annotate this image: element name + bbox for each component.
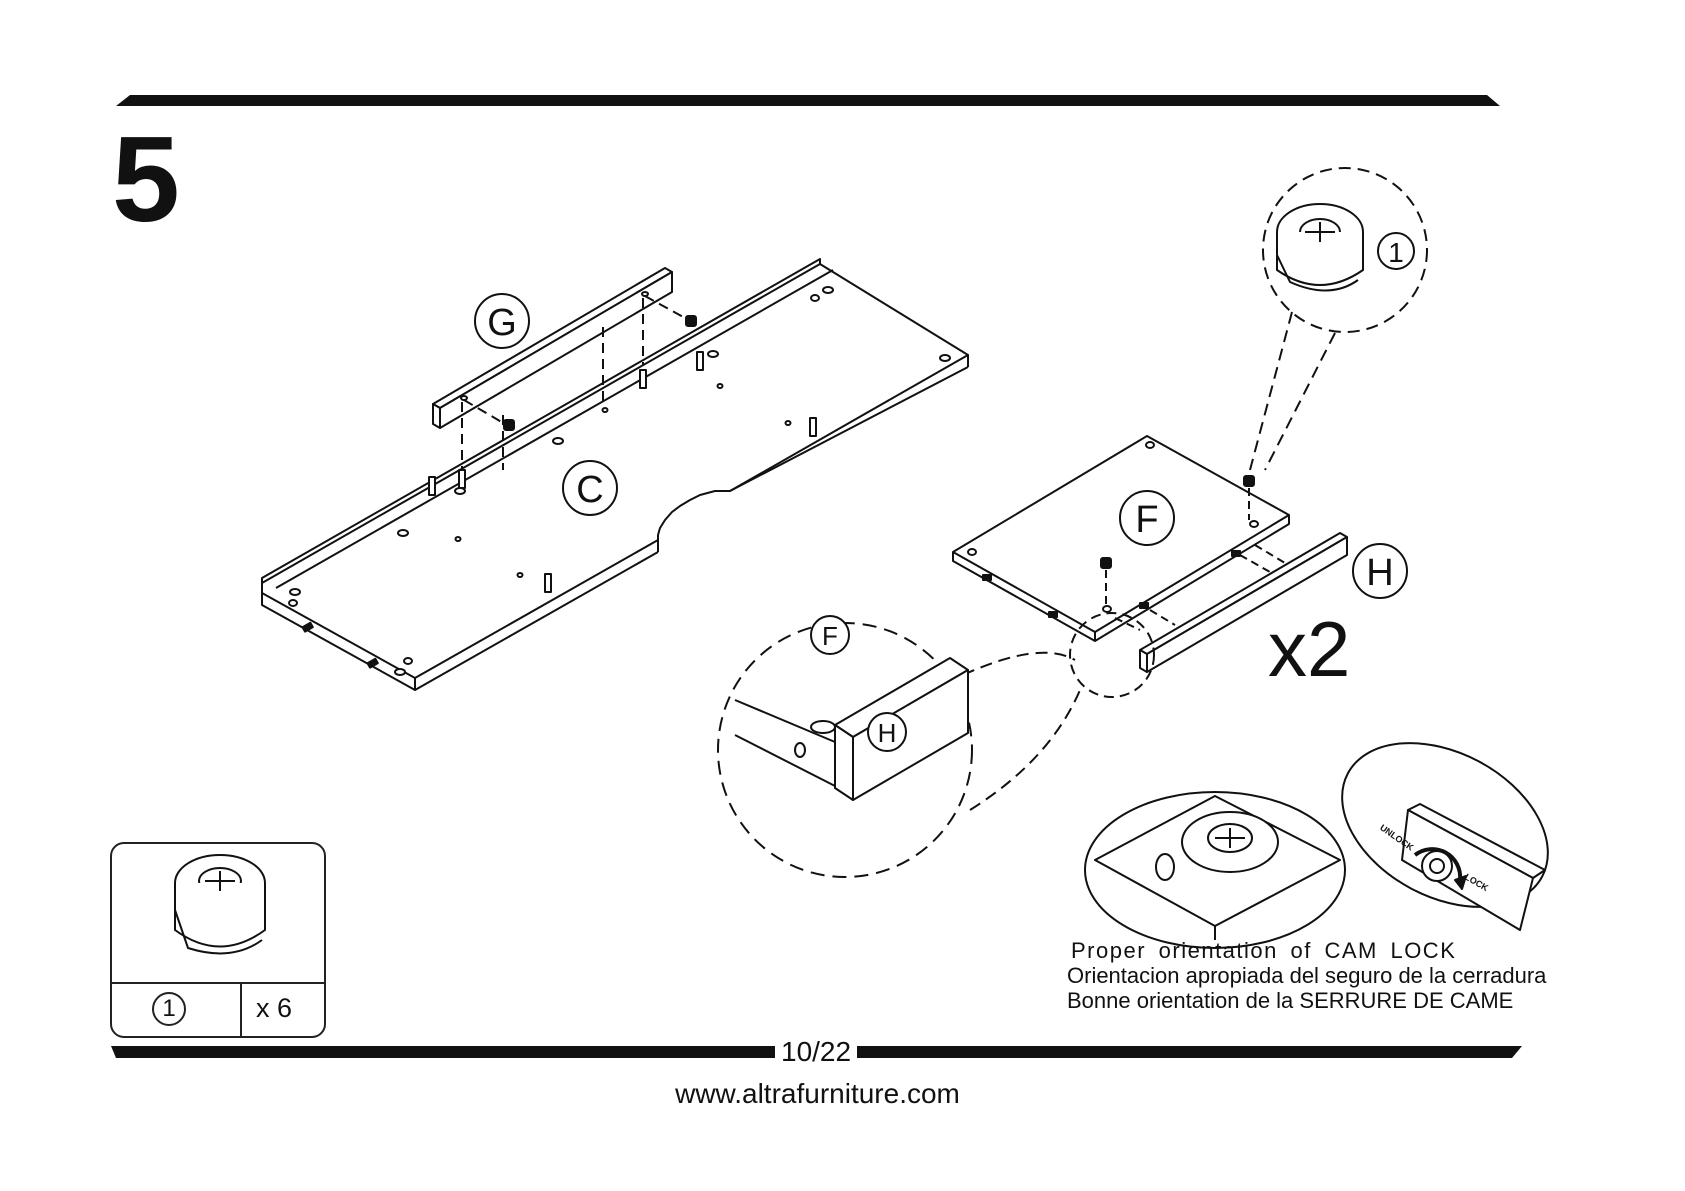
cam-number: 1 bbox=[1388, 237, 1404, 268]
website-url: www.altrafurniture.com bbox=[0, 1078, 1635, 1110]
caption-english: Proper orientation of CAM LOCK bbox=[1071, 938, 1546, 963]
caption-french: Bonne orientation de la SERRURE DE CAME bbox=[1067, 988, 1546, 1013]
label-h: H bbox=[1366, 552, 1393, 594]
part-quantity: x 6 bbox=[240, 984, 324, 1036]
label-g: G bbox=[487, 302, 517, 344]
label-f: F bbox=[1135, 499, 1158, 541]
header-bar bbox=[116, 95, 1500, 106]
step-number: 5 bbox=[112, 118, 178, 240]
detail-f: F bbox=[822, 621, 838, 651]
orientation-left bbox=[1085, 792, 1345, 948]
label-c: C bbox=[576, 469, 603, 511]
detail-zoom bbox=[718, 613, 1154, 877]
quantity-multiplier: x2 bbox=[1268, 610, 1350, 688]
page-number: 10/22 bbox=[775, 1036, 857, 1068]
parts-box-row: 1 x 6 bbox=[112, 982, 324, 1036]
detail-h: H bbox=[878, 718, 897, 748]
cam-lock-zoom bbox=[1250, 168, 1427, 470]
caption-spanish: Orientacion apropiada del seguro de la c… bbox=[1067, 963, 1546, 988]
cam-lock-caption: Proper orientation of CAM LOCK Orientaci… bbox=[1067, 938, 1546, 1013]
orientation-right bbox=[1314, 710, 1576, 940]
part-number: 1 bbox=[152, 992, 186, 1026]
parts-box: 1 x 6 bbox=[110, 842, 326, 1038]
